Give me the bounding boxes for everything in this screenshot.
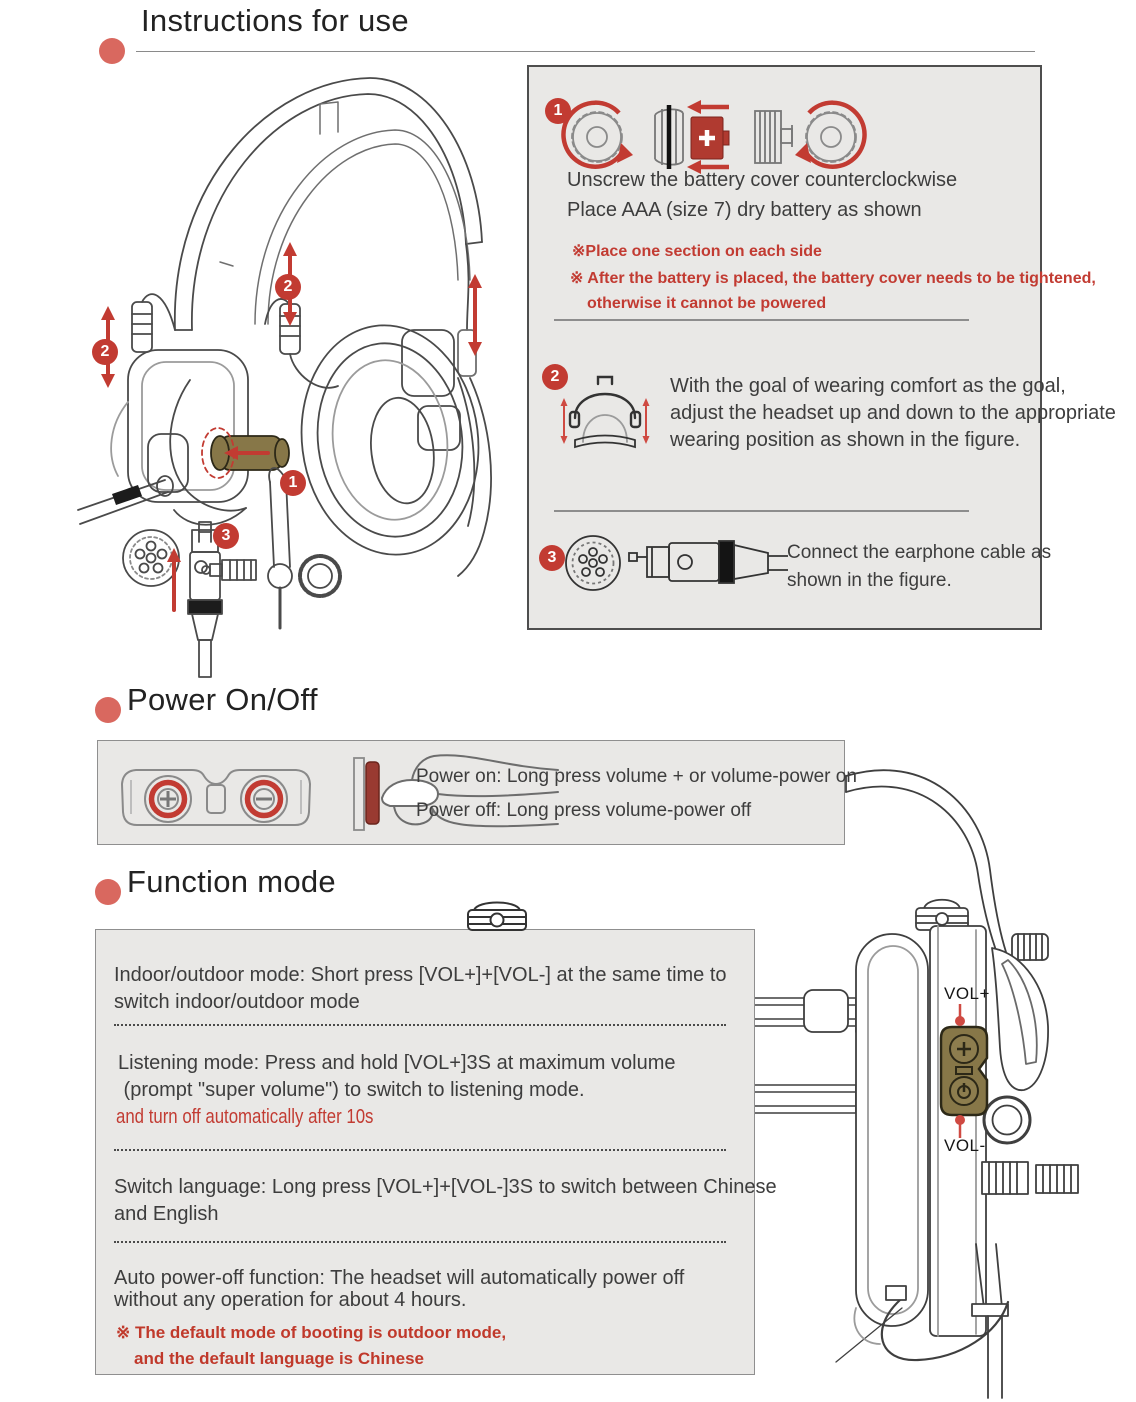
- fn-item1-line2: switch indoor/outdoor mode: [114, 991, 360, 1013]
- vol-plus-button-icon: [957, 1042, 971, 1056]
- vol-plus-label: VOL+: [944, 984, 990, 1003]
- section-title-function: Function mode: [127, 864, 336, 899]
- step3-text-line2: shown in the figure.: [787, 570, 952, 591]
- callout-3-badge: 3: [213, 523, 239, 549]
- battery-cap-icon: [754, 110, 793, 164]
- power-box: Power on: Long press volume + or volume-…: [97, 740, 857, 845]
- divider: [554, 510, 969, 512]
- cable-connect-icons: [565, 535, 788, 591]
- dotted-divider: [114, 1024, 726, 1026]
- dotted-divider: [114, 1149, 726, 1151]
- step1-note2-line1: ※ After the battery is placed, the batte…: [570, 270, 1096, 287]
- fn-item1-line1: Indoor/outdoor mode: Short press [VOL+]+…: [114, 964, 727, 986]
- fn-item4-note1: ※ The default mode of booting is outdoor…: [116, 1323, 507, 1342]
- callout-1-badge: 1: [280, 470, 306, 496]
- dotted-divider: [114, 1241, 726, 1243]
- step1-note1: ※Place one section on each side: [572, 243, 822, 260]
- section-title-power: Power On/Off: [127, 682, 318, 717]
- control-unit-icon: [120, 769, 312, 826]
- finger-press-icon: [353, 754, 559, 831]
- battery-icon: [690, 116, 730, 160]
- headset-adjust-icon: [560, 375, 650, 449]
- band-end-knob-icon: [467, 901, 527, 931]
- plus-button-icon: [160, 791, 176, 807]
- step1-text-line2: Place AAA (size 7) dry battery as shown: [567, 199, 922, 221]
- knob-cw-icon: [805, 111, 857, 163]
- function-box: Indoor/outdoor mode: Short press [VOL+]+…: [95, 929, 777, 1375]
- section-bullet-function: [95, 879, 121, 905]
- volume-panel-icon: [939, 1025, 989, 1117]
- section-bullet-instructions: [99, 38, 125, 64]
- fn-item3-line1: Switch language: Long press [VOL+]+[VOL-…: [114, 1176, 777, 1198]
- headset-overview-diagram: [77, 77, 492, 678]
- callout-2-badge: 2: [275, 274, 301, 300]
- battery-cover-drawing: [210, 435, 290, 471]
- fn-item2-line1: Listening mode: Press and hold [VOL+]3S …: [118, 1052, 676, 1074]
- step1-text-line1: Unscrew the battery cover counterclockwi…: [567, 169, 958, 191]
- step3-badge: 3: [539, 545, 565, 571]
- fn-item3-line2: and English: [114, 1203, 219, 1225]
- instruction-box: 1: [527, 65, 1116, 630]
- fn-item2-line2: (prompt "super volume") to switch to lis…: [118, 1079, 585, 1101]
- power-off-text: Power off: Long press volume-power off: [416, 800, 752, 821]
- step1-note2-line2: otherwise it cannot be powered: [587, 295, 827, 312]
- knob-ccw-icon: [571, 111, 623, 163]
- step2-text-line2: adjust the headset up and down to the ap…: [670, 402, 1116, 424]
- fn-item4-line1: Auto power-off function: The headset wil…: [114, 1267, 685, 1289]
- step2-text-line1: With the goal of wearing comfort as the …: [670, 375, 1066, 397]
- step3-text-line1: Connect the earphone cable as: [787, 542, 1052, 563]
- round-connector-icon: [565, 535, 621, 591]
- fn-item2-note: and turn off automatically after 10s: [116, 1106, 374, 1128]
- step2-text-line3: wearing position as shown in the figure.: [670, 429, 1021, 451]
- callout-2-badge: 2: [92, 339, 118, 365]
- vol-minus-label: VOL-: [944, 1136, 986, 1155]
- divider: [554, 319, 969, 321]
- fn-item4-line2: without any operation for about 4 hours.: [114, 1289, 467, 1311]
- power-on-text: Power on: Long press volume + or volume-…: [416, 766, 857, 787]
- step2-badge: 2: [542, 364, 568, 390]
- fn-item4-note2: and the default language is Chinese: [134, 1349, 424, 1368]
- cable-plug-icon: [628, 540, 788, 584]
- title-underline: [136, 51, 1035, 52]
- battery-install-icons: [561, 100, 867, 174]
- page-title: Instructions for use: [141, 3, 409, 38]
- headset-side-diagram: [749, 769, 1079, 1399]
- section-bullet-power: [95, 697, 121, 723]
